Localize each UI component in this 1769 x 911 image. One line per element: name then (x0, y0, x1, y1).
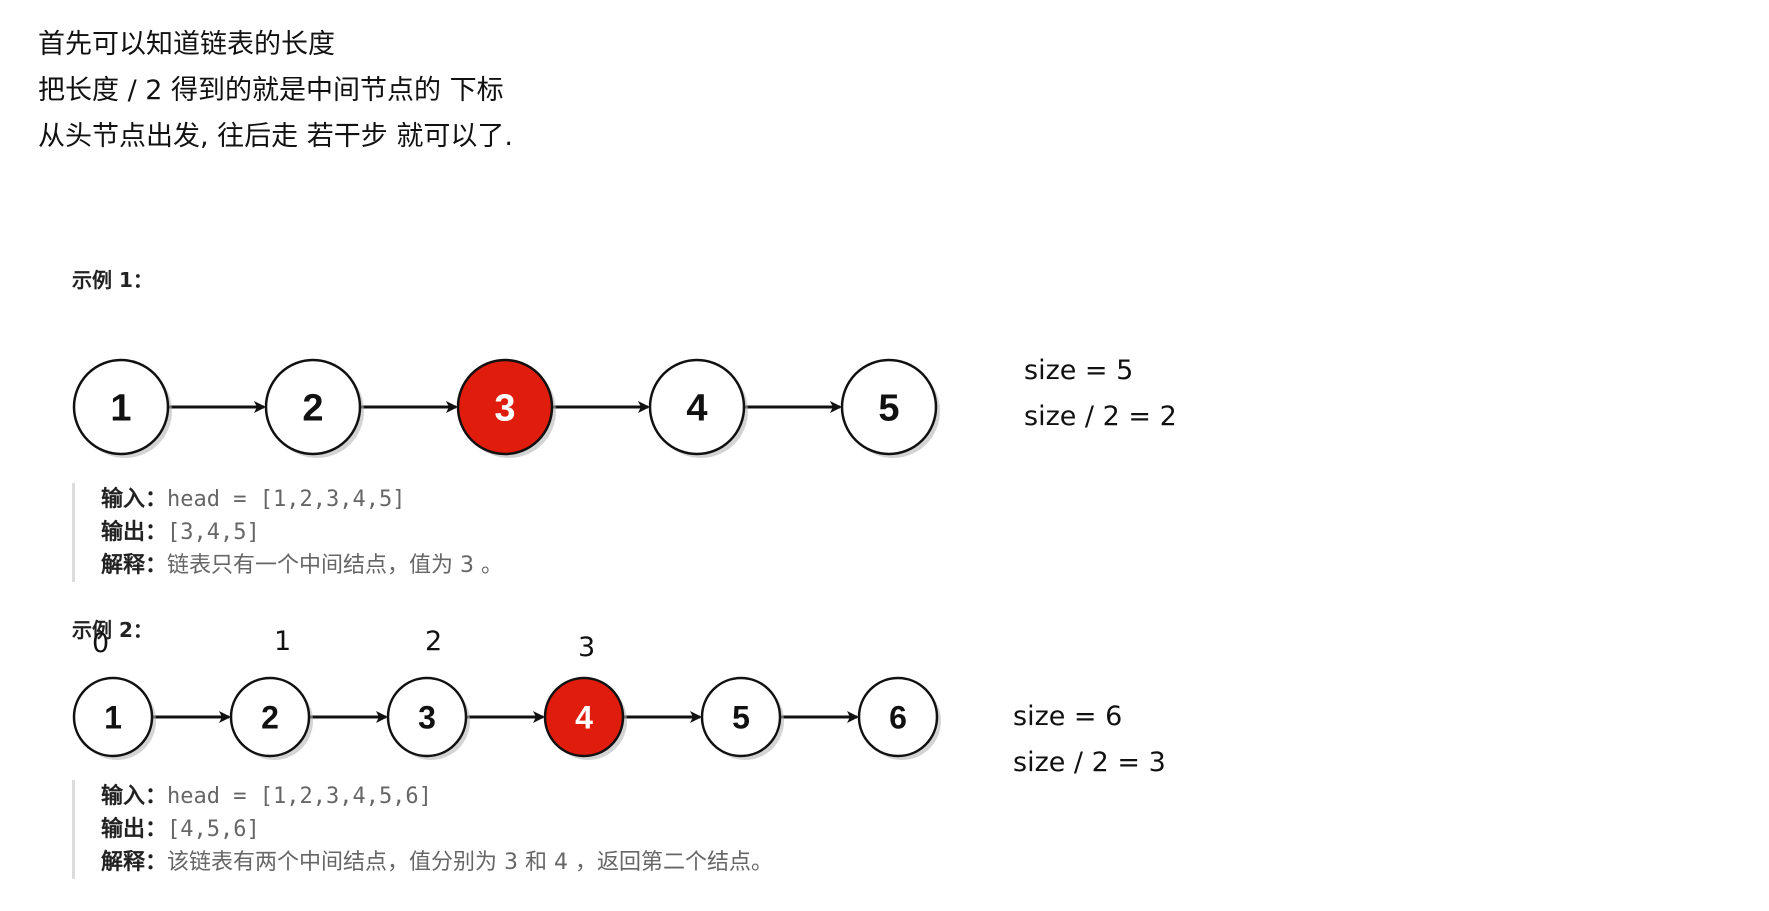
example-2-index-2: 2 (425, 626, 443, 657)
example-1-explain-value: 链表只有一个中间结点，值为 3 。 (167, 553, 504, 578)
example-1-input-value: head = [1,2,3,4,5] (167, 487, 406, 512)
example-1-io-block: 输入：head = [1,2,3,4,5] 输出：[3,4,5] 解释：链表只有… (72, 483, 503, 582)
example-2-index-1: 1 (274, 626, 292, 657)
example-2-output-label: 输出： (101, 817, 168, 842)
example-2-node-label: 5 (732, 700, 750, 736)
example-1-node-label: 3 (494, 388, 515, 430)
example-1-explain-label: 解释： (101, 553, 168, 578)
example-1-linked-list: 1 2 3 4 5 (72, 358, 940, 458)
example-2-input-line: 输入：head = [1,2,3,4,5,6] (101, 780, 773, 813)
example-1-node-label: 2 (302, 388, 323, 430)
example-1-explain-line: 解释：链表只有一个中间结点，值为 3 。 (101, 549, 503, 582)
example-1-output-label: 输出： (101, 520, 168, 545)
example-1-node (264, 358, 362, 456)
example-2-node-label: 4 (575, 700, 593, 736)
example-2-node (72, 676, 154, 758)
intro-text: 首先可以知道链表的长度 把长度 / 2 得到的就是中间节点的 下标 从头节点出发… (38, 22, 513, 160)
example-2-output-value: [4,5,6] (167, 817, 260, 842)
example-2-explain-label: 解释： (101, 850, 168, 875)
example-2-index-0: 0 (92, 628, 110, 659)
example-1-node (840, 358, 938, 456)
example-1-node-highlighted (456, 358, 554, 456)
example-1-title: 示例 1： (72, 268, 153, 292)
example-2-size-line-2: size / 2 = 3 (1013, 747, 1166, 778)
example-2-io-block: 输入：head = [1,2,3,4,5,6] 输出：[4,5,6] 解释：该链… (72, 780, 773, 879)
example-2-title: 示例 2： (72, 618, 153, 642)
example-1-size-line-1: size = 5 (1024, 355, 1134, 386)
example-2-size-line-1: size = 6 (1013, 701, 1123, 732)
example-1-size-notes: size = 5 size / 2 = 2 (1024, 348, 1177, 440)
example-2-explain-value: 该链表有两个中间结点，值分别为 3 和 4 ，返回第二个结点。 (167, 850, 773, 875)
example-2-size-notes: size = 6 size / 2 = 3 (1013, 694, 1166, 786)
example-2-index-3: 3 (578, 632, 596, 663)
example-2-node-label: 1 (104, 700, 122, 736)
example-1-output-line: 输出：[3,4,5] (101, 516, 503, 549)
example-1-node (72, 358, 170, 456)
intro-line-2: 把长度 / 2 得到的就是中间节点的 下标 (38, 75, 504, 106)
example-2-input-label: 输入： (101, 784, 168, 809)
example-2-node (700, 676, 782, 758)
example-2-node-highlighted (543, 676, 625, 758)
example-1-node-label: 1 (110, 388, 131, 430)
example-1-node-label: 4 (686, 388, 707, 430)
example-2-node-label: 2 (261, 700, 279, 736)
example-1-node-label: 5 (878, 388, 899, 430)
example-2-node (386, 676, 468, 758)
example-1-output-value: [3,4,5] (167, 520, 260, 545)
example-2-node (229, 676, 311, 758)
intro-line-1: 首先可以知道链表的长度 (38, 29, 335, 60)
example-2-input-value: head = [1,2,3,4,5,6] (167, 784, 432, 809)
example-1-input-label: 输入： (101, 487, 168, 512)
example-1-input-line: 输入：head = [1,2,3,4,5] (101, 483, 503, 516)
example-2-node-label: 6 (889, 700, 907, 736)
example-2-explain-line: 解释：该链表有两个中间结点，值分别为 3 和 4 ，返回第二个结点。 (101, 846, 773, 879)
example-2-node-label: 3 (418, 700, 436, 736)
intro-line-3: 从头节点出发, 往后走 若干步 就可以了. (38, 121, 513, 152)
example-2-node (857, 676, 939, 758)
example-2-output-line: 输出：[4,5,6] (101, 813, 773, 846)
example-1-node (648, 358, 746, 456)
example-1-size-line-2: size / 2 = 2 (1024, 401, 1177, 432)
example-2-linked-list: 1 2 3 4 5 6 (72, 676, 941, 760)
